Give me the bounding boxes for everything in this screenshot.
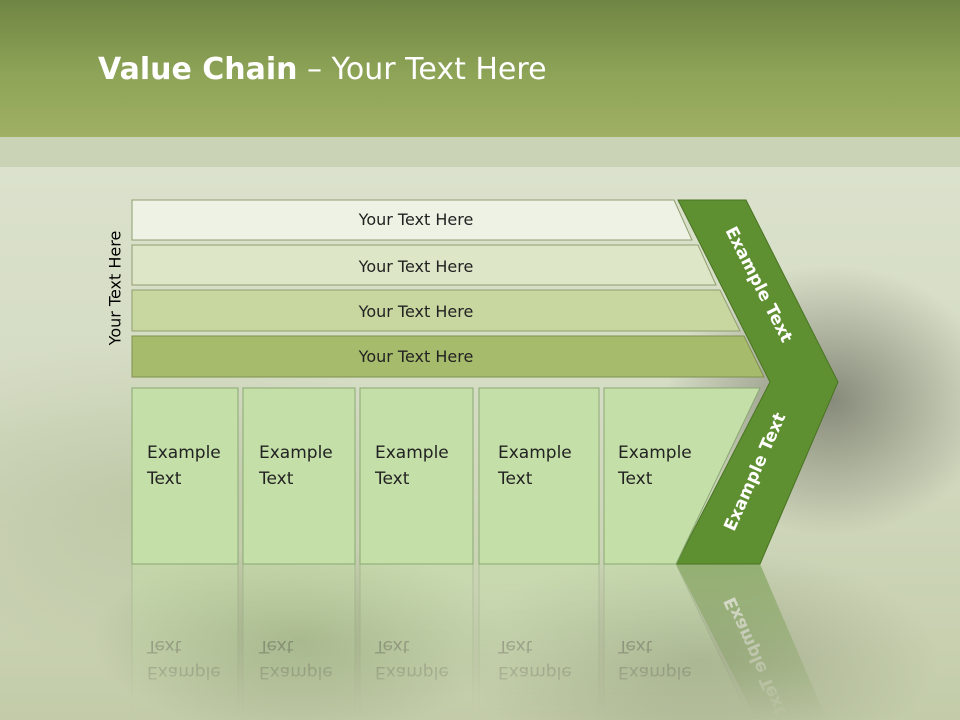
reflection-text: Example bbox=[147, 662, 221, 682]
reflection-text: Text bbox=[497, 636, 533, 656]
bar-2 bbox=[131, 244, 717, 286]
box-2-line2: Text bbox=[258, 469, 294, 489]
reflection-text: Text bbox=[374, 636, 410, 656]
chevron-arrow bbox=[675, 199, 839, 565]
box-5-line2: Text bbox=[617, 469, 653, 489]
bar-1 bbox=[131, 199, 693, 241]
bar-4-label: Your Text Here bbox=[358, 347, 474, 366]
box-4-line1: Example bbox=[498, 443, 572, 463]
reflection-text: Example bbox=[618, 662, 692, 682]
reflection-text: Example bbox=[259, 662, 333, 682]
reflection-text: Text bbox=[617, 636, 653, 656]
bar-2-label: Your Text Here bbox=[358, 257, 474, 276]
box-4 bbox=[478, 387, 600, 565]
reflection-text: Text bbox=[258, 636, 294, 656]
box-5-line1: Example bbox=[618, 443, 692, 463]
box-1-line1: Example bbox=[147, 443, 221, 463]
banner-strip bbox=[0, 137, 960, 167]
box-5 bbox=[603, 387, 761, 565]
reflection-text: Example bbox=[498, 662, 572, 682]
box-3-line2: Text bbox=[374, 469, 410, 489]
box-1 bbox=[131, 387, 239, 565]
reflection-text: Example bbox=[375, 662, 449, 682]
slide-title-rest: – Your Text Here bbox=[297, 52, 547, 87]
bar-1-label: Your Text Here bbox=[358, 210, 474, 229]
diagram-reflection: Example Text Example Text Example Text E… bbox=[131, 563, 827, 720]
bar-3-label: Your Text Here bbox=[358, 302, 474, 321]
box-4-line2: Text bbox=[497, 469, 533, 489]
bar-4 bbox=[131, 335, 765, 378]
box-3 bbox=[359, 387, 474, 565]
bar-3 bbox=[131, 289, 741, 332]
slide-title: Value Chain – Your Text Here bbox=[98, 52, 547, 87]
title-banner bbox=[0, 0, 960, 137]
box-2-line1: Example bbox=[259, 443, 333, 463]
box-2 bbox=[242, 387, 356, 565]
box-3-line1: Example bbox=[375, 443, 449, 463]
box-1-line2: Text bbox=[146, 469, 182, 489]
slide-title-bold: Value Chain bbox=[98, 52, 298, 87]
reflection-text: Text bbox=[146, 636, 182, 656]
